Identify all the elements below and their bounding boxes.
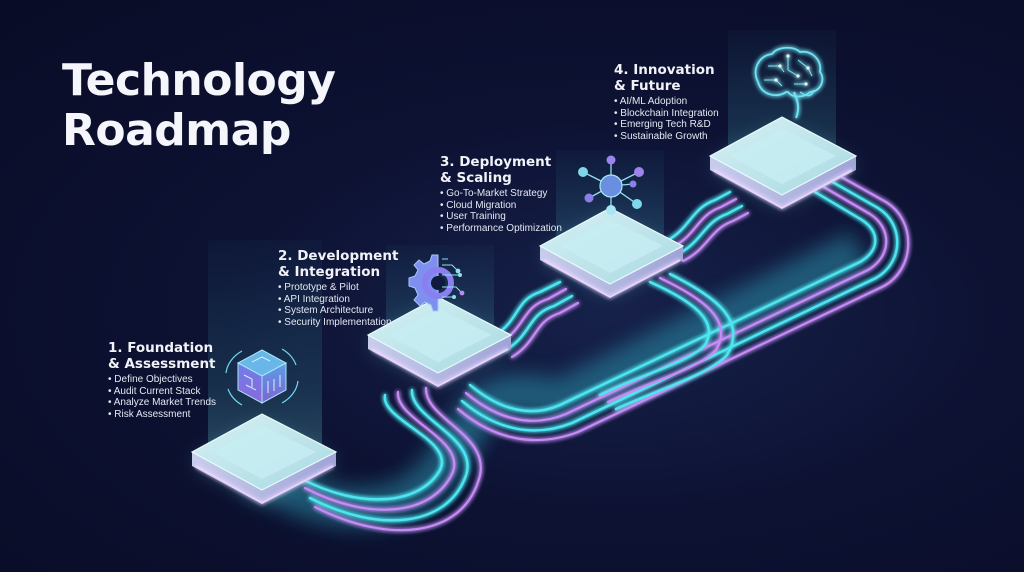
stage-4-innovation: 4. Innovation & Future AI/ML Adoption Bl…: [614, 62, 719, 142]
stage-item: Define Objectives: [108, 374, 216, 386]
stage-items: Prototype & Pilot API Integration System…: [278, 282, 398, 328]
stage-items: Define Objectives Audit Current Stack An…: [108, 374, 216, 420]
stage-heading-line-2: & Integration: [278, 264, 381, 280]
stage-heading-line-1: 1. Foundation: [108, 340, 214, 356]
stage-item: Cloud Migration: [440, 200, 562, 212]
path-loop-middle: [598, 272, 735, 411]
stage-heading: 1. Foundation & Assessment: [108, 340, 216, 372]
network-nodes-icon: [578, 155, 644, 215]
stage-item: Analyze Market Trends: [108, 397, 216, 409]
circuit-brain-icon: [754, 46, 824, 119]
stage-item: Risk Assessment: [108, 409, 216, 421]
stage-heading: 3. Deployment & Scaling: [440, 154, 562, 186]
stage-item: API Integration: [278, 294, 398, 306]
platform-2: [366, 245, 513, 387]
stage-heading-line-2: & Future: [614, 78, 681, 94]
stage-item: Sustainable Growth: [614, 131, 719, 143]
platform-4: [708, 30, 858, 209]
stage-item: User Training: [440, 211, 562, 223]
title-line-2: Roadmap: [62, 105, 291, 156]
stage-1-foundation: 1. Foundation & Assessment Define Object…: [108, 340, 216, 420]
stage-items: AI/ML Adoption Blockchain Integration Em…: [614, 96, 719, 142]
circuit-cube-icon: [225, 348, 299, 406]
page-title: Technology Roadmap: [62, 55, 336, 156]
path-segment-1-to-2: [298, 386, 482, 532]
platform-3: [538, 150, 685, 298]
stage-item: AI/ML Adoption: [614, 96, 719, 108]
stage-3-deployment: 3. Deployment & Scaling Go-To-Market Str…: [440, 154, 562, 234]
stage-item: Blockchain Integration: [614, 108, 718, 120]
stage-item: Performance Optimization: [440, 223, 562, 235]
path-loop-bottom: [456, 172, 910, 442]
stage-heading-line-1: 3. Deployment: [440, 154, 552, 170]
stage-heading-line-1: 4. Innovation: [614, 62, 715, 78]
stage-item: Audit Current Stack: [108, 386, 216, 398]
stage-heading: 4. Innovation & Future: [614, 62, 719, 94]
stage-heading-line-1: 2. Development: [278, 248, 399, 264]
stage-heading-line-2: & Assessment: [108, 356, 216, 372]
stage-item: System Architecture: [278, 305, 398, 317]
title-line-1: Technology: [62, 55, 336, 106]
stage-2-development: 2. Development & Integration Prototype &…: [278, 248, 398, 328]
stage-item: Security Implementation: [278, 317, 398, 329]
stage-items: Go-To-Market Strategy Cloud Migration Us…: [440, 188, 562, 234]
platform-1: [190, 240, 338, 504]
gear-circuit-icon: [408, 254, 465, 312]
path-segment-3-to-4: [666, 190, 750, 263]
stage-heading-line-2: & Scaling: [440, 170, 512, 186]
stage-heading: 2. Development & Integration: [278, 248, 398, 280]
stage-item: Emerging Tech R&D: [614, 119, 719, 131]
stage-item: Go-To-Market Strategy: [440, 188, 562, 200]
stage-item: Prototype & Pilot: [278, 282, 398, 294]
